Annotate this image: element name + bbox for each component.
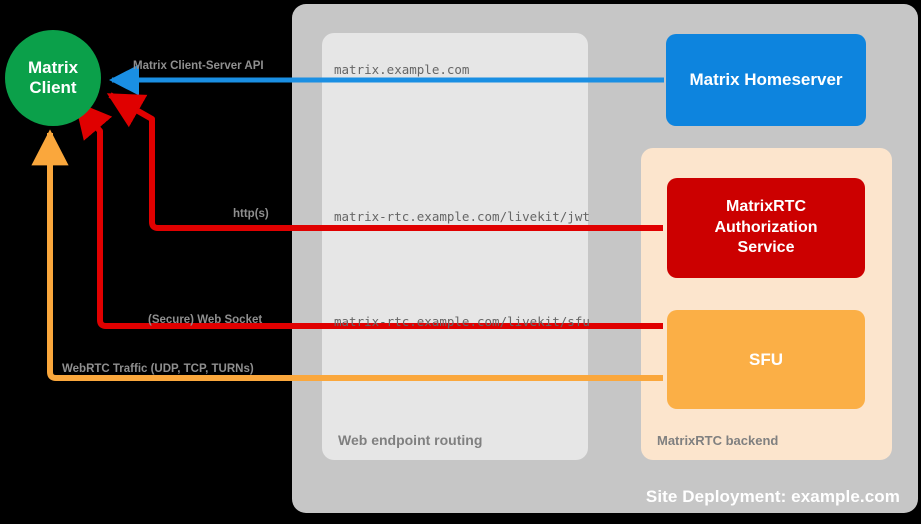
connection-label-webrtc-traffic: WebRTC Traffic (UDP, TCP, TURNs): [62, 363, 254, 375]
matrix-homeserver-label: Matrix Homeserver: [689, 70, 843, 89]
endpoint-url-livekit-jwt: matrix-rtc.example.com/livekit/jwt: [334, 209, 590, 224]
matrix-client-label-line1: Matrix: [27, 58, 79, 78]
connection-label-secure-web-socket: (Secure) Web Socket: [148, 314, 263, 326]
matrixrtc-backend-label: MatrixRTC backend: [657, 433, 779, 448]
node-matrixrtc-authorization-service[interactable]: MatrixRTC Authorization Service: [667, 178, 865, 278]
sfu-label: SFU: [749, 349, 783, 369]
node-matrix-homeserver[interactable]: Matrix Homeserver: [666, 34, 866, 126]
arrow-https: [106, 92, 663, 231]
node-matrix-client[interactable]: Matrix Client: [5, 30, 101, 126]
container-web-endpoint-routing: Web endpoint routing: [322, 33, 588, 460]
node-sfu[interactable]: SFU: [667, 310, 865, 409]
matrix-client-label-line2: Client: [29, 78, 77, 97]
matrixrtc-auth-label-line2: Authorization: [714, 218, 818, 236]
web-endpoint-routing-label: Web endpoint routing: [338, 432, 483, 448]
arrow-webrtc-traffic: [31, 129, 663, 381]
site-deployment-label: Site Deployment: example.com: [645, 487, 900, 506]
matrixrtc-auth-label-line1: MatrixRTC: [725, 197, 806, 215]
matrixrtc-auth-label-line3: Service: [737, 239, 795, 257]
endpoint-url-livekit-sfu: matrix-rtc.example.com/livekit/sfu: [334, 314, 590, 329]
connection-label-https: http(s): [233, 208, 269, 220]
arrow-secure-web-socket: [74, 101, 663, 329]
connection-label-matrix-client-server-api: Matrix Client-Server API: [133, 60, 264, 72]
endpoint-url-matrix-host: matrix.example.com: [334, 62, 470, 77]
